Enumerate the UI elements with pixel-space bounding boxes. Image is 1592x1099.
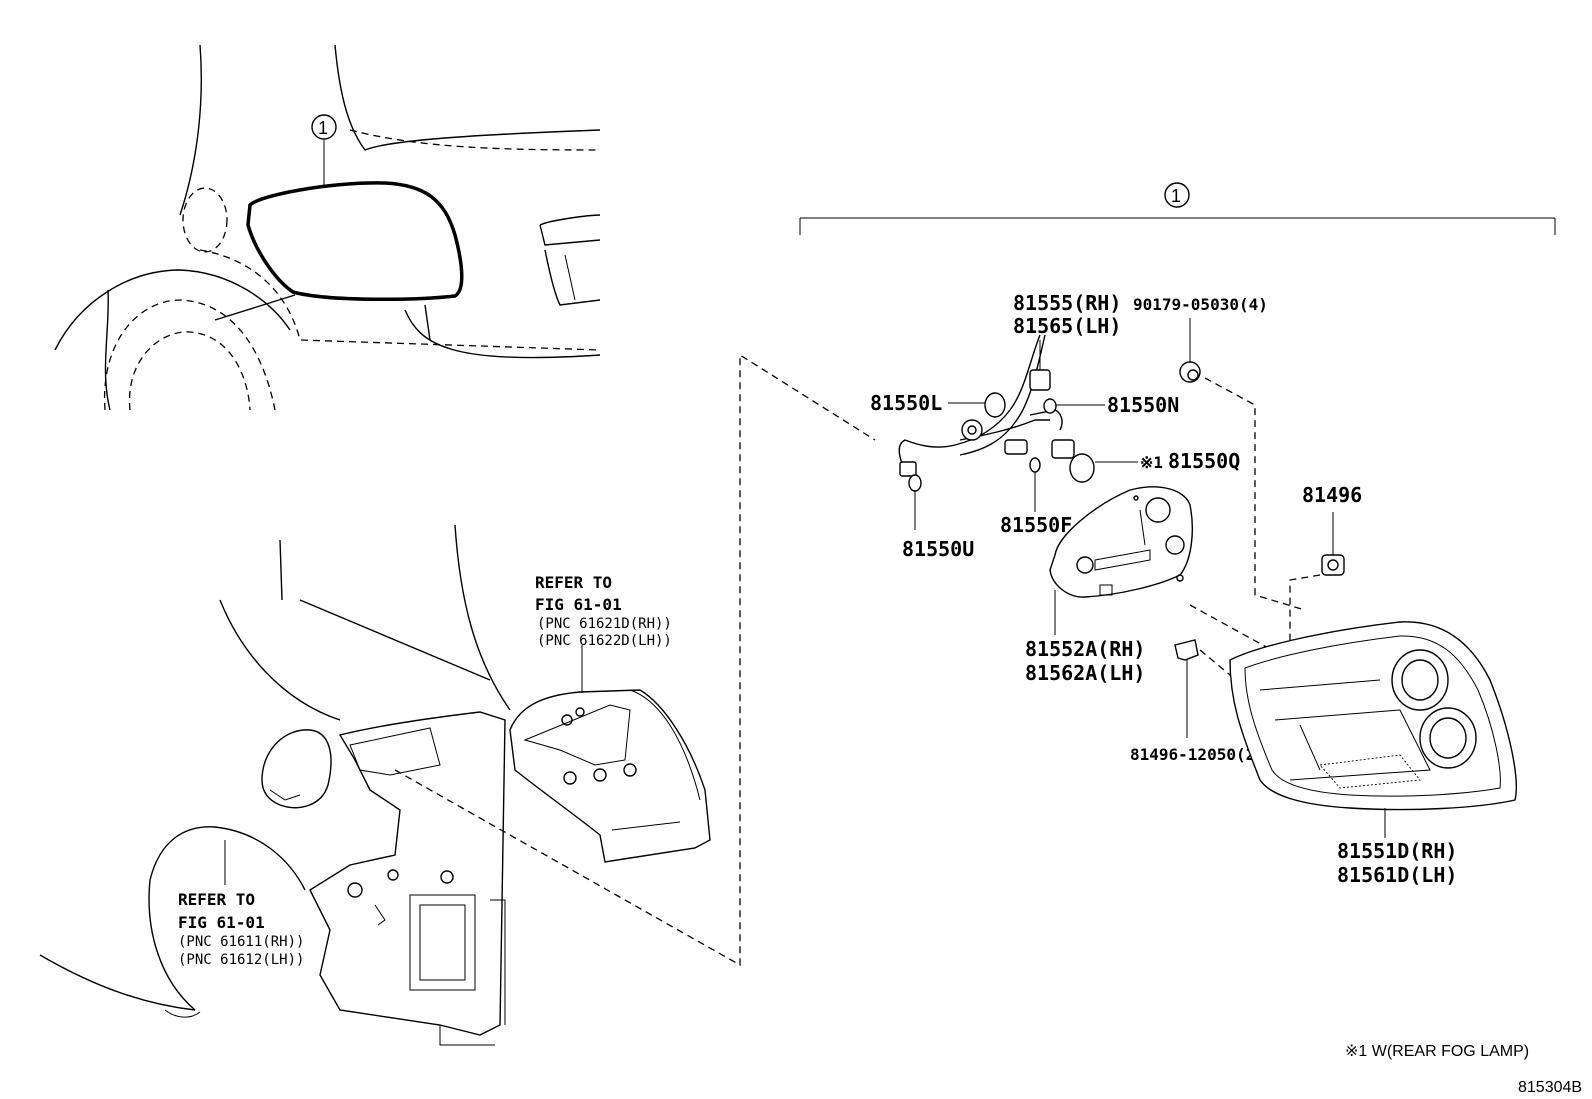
grommet-81496-icon [1321, 554, 1345, 576]
callout-circle-icon [311, 114, 337, 140]
vehicle-rear-view: 1 [54, 44, 601, 411]
socket-81555-icon [1029, 369, 1051, 391]
refer-upper-line1: REFER TO [535, 573, 612, 592]
bulb-81550F-icon [1029, 457, 1041, 473]
refer-upper-line2: FIG 61-01 [535, 595, 622, 614]
tail-lamp-81551D [1229, 621, 1517, 811]
nut-90179-icon [1179, 361, 1201, 383]
quarter-panel-view: REFER TO FIG 61-01 (PNC 61611(RH)) (PNC … [39, 524, 511, 1046]
screw-81496-12050-icon [1174, 639, 1199, 661]
bulb-81550Q-icon [1069, 453, 1095, 483]
bulb-81550U-icon [908, 474, 922, 492]
refer-upper-line3: (PNC 61621D(RH)) [537, 616, 672, 632]
label-81550N: 81550N [1107, 393, 1179, 417]
label-81550U: 81550U [902, 537, 974, 561]
refer-upper-line4: (PNC 61622D(LH)) [537, 633, 672, 649]
diagram-code: 815304B [1518, 1079, 1582, 1096]
refer-lower-line4: (PNC 61612(LH)) [178, 952, 304, 968]
gasket-81552A [1049, 486, 1193, 598]
bulb-81550L-icon [984, 392, 1006, 418]
footnote: ※1 W(REAR FOG LAMP) [1345, 1043, 1529, 1060]
label-81550F: 81550F [1000, 513, 1072, 537]
callout-1-top: 1 [318, 118, 328, 138]
label-90179: 90179-05030(4) [1133, 295, 1268, 314]
callout-circle-icon [1164, 182, 1190, 208]
label-81555: 81555(RH) [1013, 291, 1121, 315]
tail-lamp-outline-icon [246, 181, 464, 302]
socket-81550Q-icon [1051, 439, 1075, 459]
lamp-bracket: REFER TO FIG 61-01 (PNC 61621D(RH)) (PNC… [509, 573, 711, 863]
refer-lower-line3: (PNC 61611(RH)) [178, 934, 304, 950]
label-81550L: 81550L [870, 391, 942, 415]
label-81565: 81565(LH) [1013, 314, 1121, 338]
refer-lower-line1: REFER TO [178, 890, 255, 909]
callout-1-assembly: 1 [1171, 186, 1181, 206]
socket-81550U-icon [899, 461, 917, 477]
label-81550Q: 81550Q [1168, 449, 1240, 473]
socket-gear-icon [961, 419, 983, 441]
label-81552A: 81552A(RH) [1025, 637, 1145, 661]
label-81496: 81496 [1302, 483, 1362, 507]
label-81562A: 81562A(LH) [1025, 661, 1145, 685]
wire-harness [898, 334, 1095, 492]
label-81550Q-mark: ※1 [1140, 453, 1163, 472]
refer-lower-line2: FIG 61-01 [178, 913, 265, 932]
label-81561D: 81561D(LH) [1337, 863, 1457, 887]
bulb-81550N-icon [1043, 398, 1057, 414]
socket-center-icon [1004, 439, 1028, 455]
label-81551D: 81551D(RH) [1337, 839, 1457, 863]
label-81496-12050: 81496-12050(2) [1130, 745, 1265, 764]
assembly-bracket: 1 [799, 182, 1556, 235]
